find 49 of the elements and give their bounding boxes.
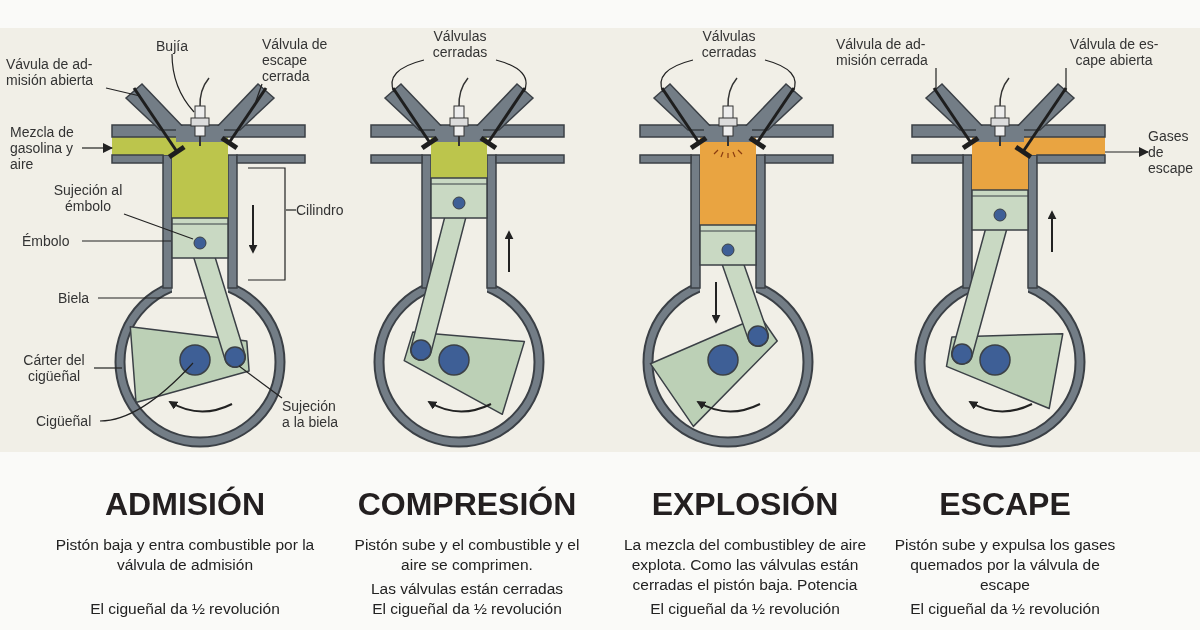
description-text: El cigueñal da ½ revolución — [649, 599, 841, 619]
part-label: Vávula de ad- misión abierta — [6, 56, 106, 88]
part-label: Bujía — [150, 38, 194, 54]
part-label: Sujeción al émbolo — [52, 182, 124, 214]
part-label: Mezcla de gasolina y aire — [10, 124, 82, 172]
leader-line — [99, 362, 194, 422]
leader-line — [171, 53, 195, 113]
part-label: Válvula de escape cerrada — [262, 36, 334, 84]
part-label: Válvulas cerradas — [424, 28, 496, 60]
leader-line — [764, 59, 796, 93]
leader-line — [495, 59, 527, 93]
stroke-heading: EXPLOSIÓN — [650, 486, 840, 522]
engine-cutaway-drawing — [370, 77, 565, 448]
part-label: Cigüeñal — [36, 413, 100, 429]
description-text: El cigueñal da ½ revolución — [371, 599, 563, 619]
description-text: El cigueñal da ½ revolución — [89, 599, 281, 619]
part-label: Gases de escape — [1148, 128, 1198, 176]
leader-line — [935, 67, 937, 93]
leader-line — [285, 209, 297, 211]
leader-line — [81, 240, 172, 242]
part-label: Biela — [58, 290, 98, 306]
description-text: La mezcla del combustibley de aire explota. Como las válvulas están cerradas el pistón baja. Potencia — [622, 535, 868, 595]
description-text: Pistón sube y expulsa los gases quemados por la válvula de escape — [893, 535, 1117, 595]
stroke-heading: ADMISIÓN — [104, 486, 266, 522]
description-text: El cigueñal da ½ revolución — [909, 599, 1101, 619]
description-text: Las válvulas están cerradas — [369, 579, 565, 599]
description-text: Pistón sube y el combustible y el aire se comprimen. — [353, 535, 581, 575]
part-label: Válvulas cerradas — [693, 28, 765, 60]
leader-line — [660, 59, 694, 93]
part-label: Válvula de es- cape abierta — [1064, 36, 1164, 68]
arrow — [81, 143, 113, 153]
stroke-heading: COMPRESIÓN — [356, 486, 578, 522]
description-text: Pistón baja y entra combustible por la válvula de admisión — [54, 535, 316, 575]
leader-line — [97, 297, 207, 299]
leader-line — [1065, 67, 1067, 93]
leader-line — [391, 59, 425, 93]
leader-line — [93, 367, 123, 369]
part-label: Cilindro — [296, 202, 356, 218]
leader-line — [105, 87, 141, 97]
stroke-heading: ESCAPE — [938, 486, 1072, 522]
leader-line — [123, 213, 194, 240]
engine-cutaway-drawing — [639, 77, 834, 448]
part-label: Válvula de ad- misión cerrada — [836, 36, 940, 68]
part-label: Sujeción a la biela — [282, 398, 340, 430]
part-label: Émbolo — [22, 233, 82, 249]
part-label: Cárter del cigüeñal — [14, 352, 94, 384]
leader-line — [255, 83, 263, 102]
arrow — [1104, 147, 1149, 157]
engine-cutaway-drawing — [911, 77, 1106, 448]
